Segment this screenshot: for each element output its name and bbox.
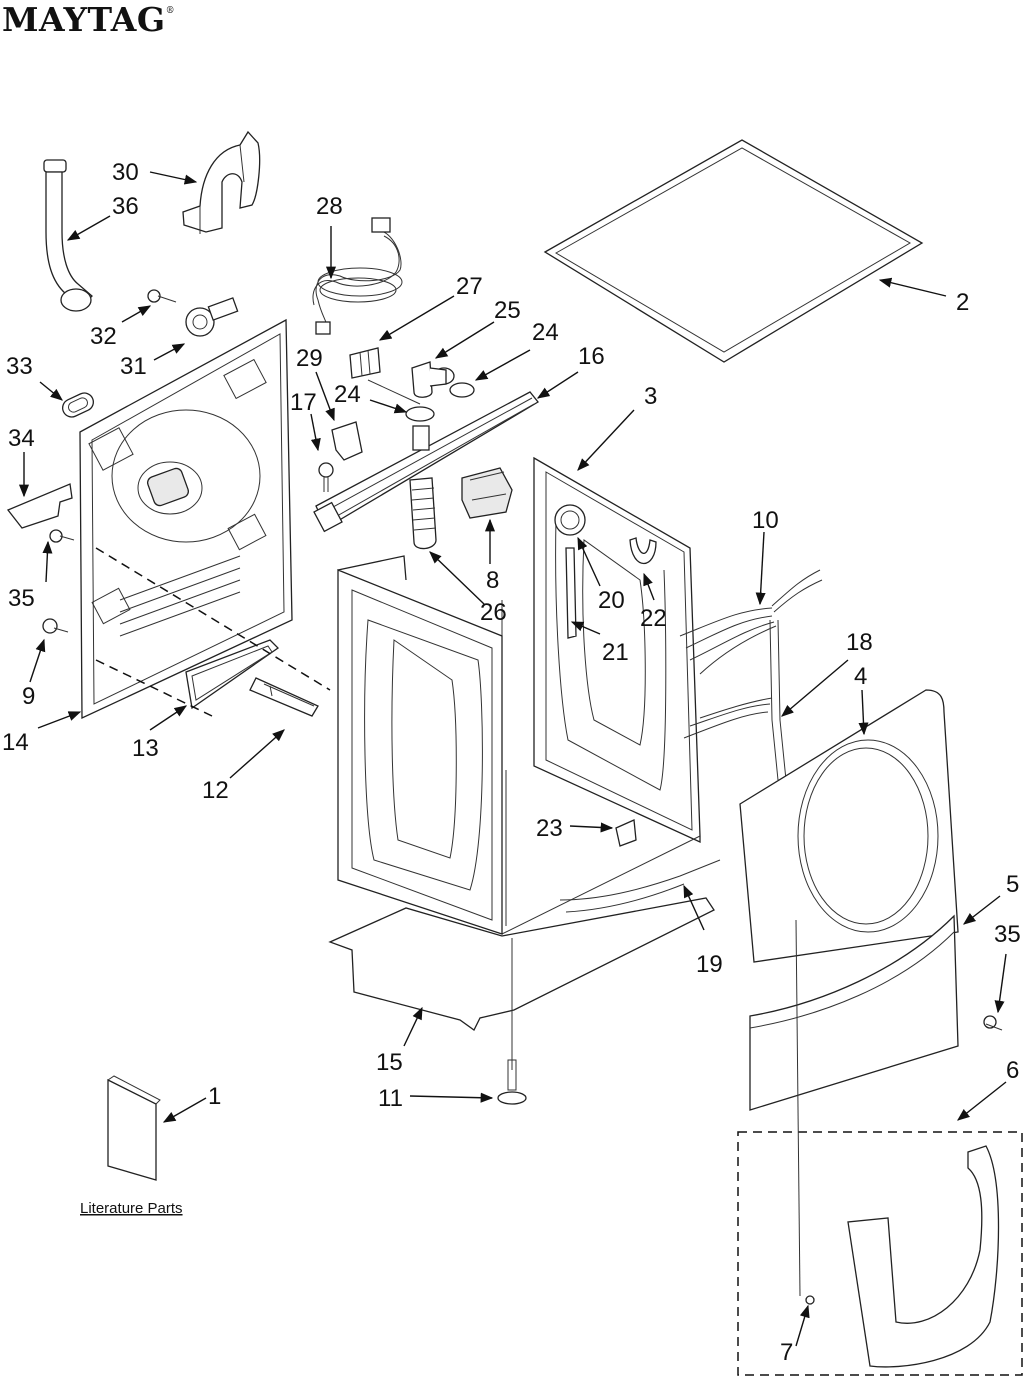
callout-12: 12 (202, 777, 229, 804)
part-pressure-hose (566, 548, 576, 638)
part-screw-9 (43, 619, 68, 633)
part-screw-35-left (50, 530, 74, 542)
callout-5: 5 (1006, 871, 1019, 898)
part-screw-32 (148, 290, 176, 302)
callout-35-right: 35 (994, 921, 1021, 948)
callout-21: 21 (602, 639, 629, 666)
callout-34: 34 (8, 425, 35, 452)
part-clamp-ring-upper (450, 383, 474, 397)
part-inlet-elbow (412, 362, 454, 397)
callout-1: 1 (208, 1083, 221, 1110)
callout-16: 16 (578, 343, 605, 370)
part-pin-7 (806, 1296, 814, 1304)
callout-33: 33 (6, 353, 33, 380)
callout-28: 28 (316, 193, 343, 220)
part-heater (250, 678, 318, 716)
part-pressure-switch (555, 505, 585, 535)
callout-15: 15 (376, 1049, 403, 1076)
callout-3: 3 (644, 383, 657, 410)
part-wire-harness (680, 570, 822, 780)
callout-11: 11 (378, 1085, 403, 1112)
part-hose-hanger (183, 132, 260, 234)
part-power-cord (313, 218, 402, 334)
part-cord-clamp (350, 348, 380, 378)
part-screw-17 (319, 463, 333, 492)
callout-8: 8 (486, 567, 499, 594)
callout-6: 6 (1006, 1057, 1019, 1084)
callout-4: 4 (854, 663, 867, 690)
callout-17: 17 (290, 389, 317, 416)
part-literature (108, 1076, 160, 1180)
callout-13: 13 (132, 735, 159, 762)
callout-25: 25 (494, 297, 521, 324)
part-left-side-panel (338, 556, 502, 934)
callout-24-upper: 24 (532, 319, 559, 346)
callout-9: 9 (22, 683, 35, 710)
callout-7: 7 (780, 1339, 793, 1366)
part-clip-23 (616, 820, 636, 846)
callout-22: 22 (640, 605, 667, 632)
callout-24-lower: 24 (334, 381, 361, 408)
part-water-valve (186, 298, 238, 336)
callout-26: 26 (480, 599, 507, 626)
callout-36: 36 (112, 193, 139, 220)
callout-32: 32 (90, 323, 117, 350)
part-drain-hose (44, 160, 92, 311)
callout-14: 14 (2, 729, 29, 756)
part-clamp-ring-lower (406, 407, 434, 421)
callout-19: 19 (696, 951, 723, 978)
callout-29: 29 (296, 345, 323, 372)
literature-parts-label: Literature Parts (80, 1200, 183, 1217)
callout-30: 30 (112, 159, 139, 186)
part-grommet (60, 390, 97, 420)
part-hose-clip (8, 484, 72, 528)
callout-27: 27 (456, 273, 483, 300)
part-wire-bracket (332, 422, 362, 460)
callout-20: 20 (598, 587, 625, 614)
part-base-plate (330, 898, 714, 1030)
callout-2: 2 (956, 289, 969, 316)
callout-35-left: 35 (8, 585, 35, 612)
part-drain-pump (462, 468, 512, 518)
part-top-frame (545, 140, 922, 362)
part-screw-35-right (984, 1016, 1002, 1030)
callout-18: 18 (846, 629, 873, 656)
callout-23: 23 (536, 815, 563, 842)
callout-10: 10 (752, 507, 779, 534)
callout-31: 31 (120, 353, 147, 380)
